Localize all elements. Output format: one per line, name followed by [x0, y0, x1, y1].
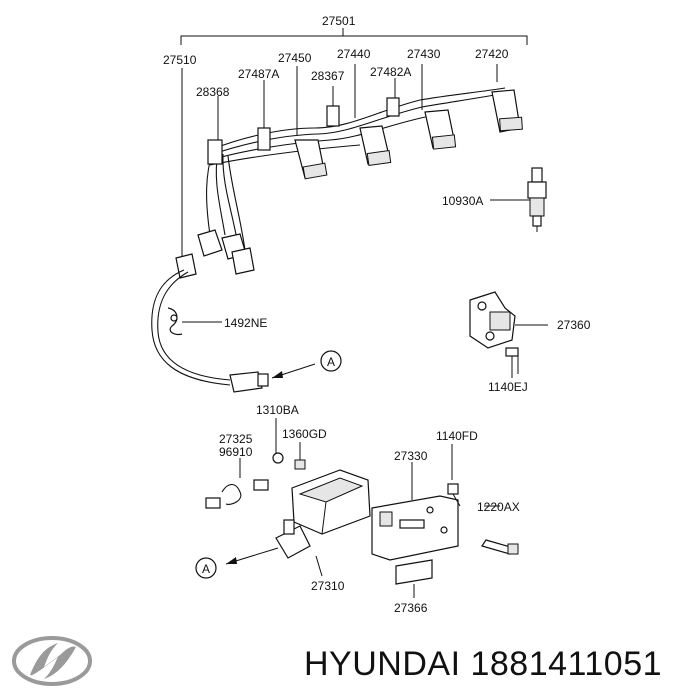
label-10930a: 10930A: [442, 194, 483, 208]
part-labels: 27501 27510 27450 27440 27430 27420 2748…: [163, 14, 591, 615]
label-1492ne: 1492NE: [224, 316, 267, 330]
label-27330: 27330: [394, 449, 428, 463]
label-27310: 27310: [311, 579, 345, 593]
label-27482a: 27482A: [370, 65, 411, 79]
label-96910: 96910: [219, 445, 253, 459]
spark-plug-boot-1: [294, 139, 328, 180]
label-1220ax: 1220AX: [477, 500, 520, 514]
label-1310ba: 1310BA: [256, 403, 299, 417]
reference-marker-a-bottom: [195, 557, 217, 579]
spark-plug: [490, 167, 547, 232]
label-27510: 27510: [163, 53, 197, 67]
reference-marker-a-top: [320, 350, 342, 372]
label-27325: 27325: [219, 432, 253, 446]
label-27430: 27430: [407, 47, 441, 61]
label-27487a: 27487A: [238, 67, 279, 81]
spark-plug-boot-2: [359, 125, 392, 167]
ignition-coil-assembly: [195, 418, 519, 598]
sensor-27360: [469, 291, 548, 378]
label-27450: 27450: [278, 51, 312, 65]
ignition-cable-set: [151, 28, 528, 393]
label-27501: 27501: [322, 14, 356, 28]
coil-wire-connector: [229, 371, 269, 393]
label-ref-a-top: A: [327, 355, 335, 369]
label-1360gd: 1360GD: [282, 427, 327, 441]
brand-part-number: HYUNDAI 1881411051: [304, 645, 662, 683]
coil-end-boots: [175, 229, 255, 279]
label-28368: 28368: [196, 85, 230, 99]
label-27420: 27420: [475, 47, 509, 61]
label-27366: 27366: [394, 601, 428, 615]
spark-plug-boot-3: [424, 109, 457, 150]
label-1140ej: 1140EJ: [488, 380, 528, 394]
label-1140fd: 1140FD: [436, 429, 478, 443]
wire-clip-1492ne: [167, 307, 222, 336]
label-27440: 27440: [337, 47, 371, 61]
label-27360: 27360: [557, 318, 591, 332]
label-28367: 28367: [311, 69, 345, 83]
hyundai-logo: [12, 636, 92, 686]
spark-plug-boot-4: [491, 89, 523, 133]
label-ref-a-bottom: A: [202, 562, 210, 576]
